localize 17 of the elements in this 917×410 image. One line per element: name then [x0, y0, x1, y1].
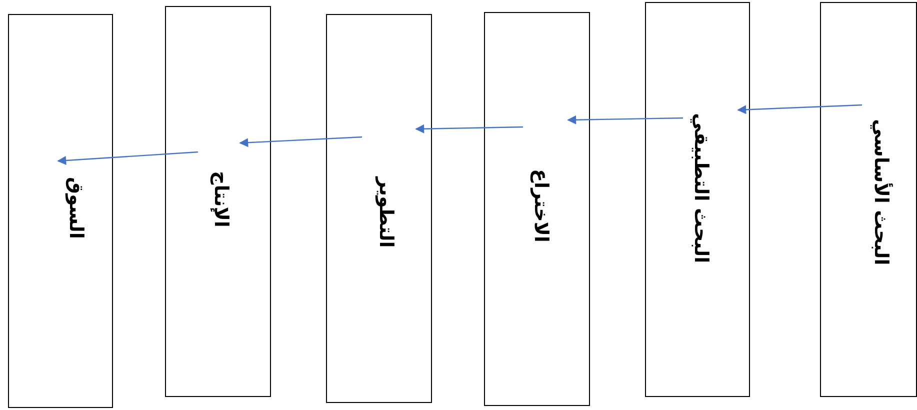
stage-label: التطوير — [375, 177, 397, 248]
arrow — [57, 151, 198, 165]
arrow — [737, 104, 862, 114]
arrow — [567, 115, 684, 124]
stage-label: البحث الأساسي — [870, 119, 892, 266]
stage-label: الإنتاج — [210, 171, 232, 228]
arrow — [239, 136, 362, 148]
stage-label: السوق — [65, 177, 87, 239]
stage-box — [645, 2, 750, 397]
stage-box — [8, 14, 113, 408]
stage-label: البحث التطبيقي — [690, 113, 712, 264]
stage-box — [326, 14, 432, 403]
stage-box — [820, 2, 917, 397]
stage-box — [165, 6, 271, 397]
arrow — [415, 124, 524, 134]
stage-label: الاختراع — [530, 169, 552, 242]
stage-box — [484, 12, 590, 406]
